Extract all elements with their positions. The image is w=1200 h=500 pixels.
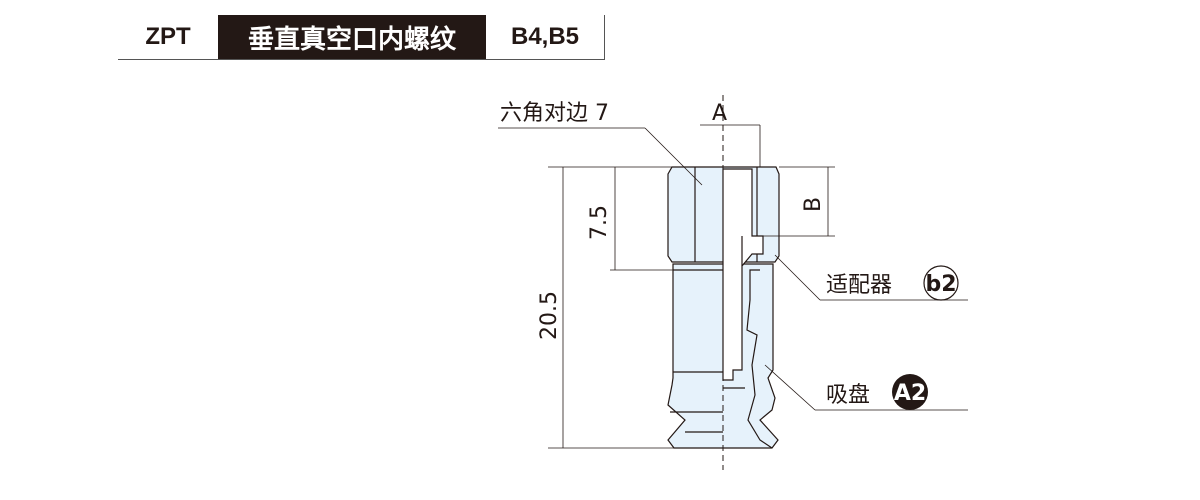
adapter-code-badge <box>923 265 959 301</box>
series-label: ZPT <box>145 23 191 50</box>
adapter-code: b2 <box>925 272 956 297</box>
hex-size-label: 六角对边 7 <box>500 101 609 126</box>
dim-b-label: B <box>801 197 826 212</box>
header-underline <box>118 59 605 60</box>
dim-20-5-label: 20.5 <box>537 291 562 340</box>
dim-a-label: A <box>712 101 727 126</box>
page-title: 垂直真空口内螺纹 <box>218 15 486 59</box>
dim-7-5-label: 7.5 <box>587 205 612 240</box>
adapter-label: 适配器 <box>826 273 892 298</box>
dimension-lines <box>498 124 968 449</box>
pad-code: A2 <box>894 381 926 406</box>
pad-label: 吸盘 <box>826 383 870 408</box>
pad-code-badge <box>892 374 928 410</box>
size-label: B4,B5 <box>486 15 605 59</box>
